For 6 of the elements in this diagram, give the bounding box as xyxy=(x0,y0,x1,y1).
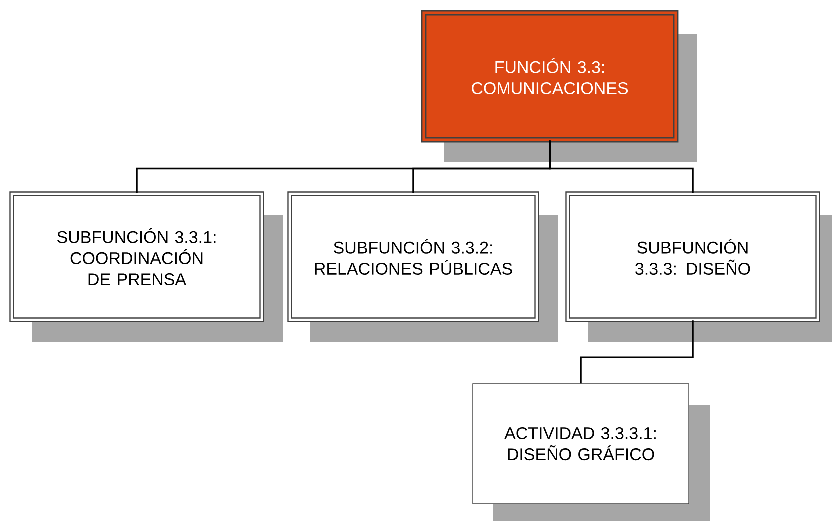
activity-box: ACTIVIDAD 3.3.3.1: DISEÑO GRÁFICO xyxy=(472,384,710,521)
subfunction-box: SUBFUNCIÓN 3.3.2: RELACIONES PÚBLICAS xyxy=(288,192,558,342)
subfunction-box: SUBFUNCIÓN 3.3.3: DISEÑO xyxy=(566,192,832,342)
subfunction-box: SUBFUNCIÓN 3.3.1: COORDINACIÓN DE PRENSA xyxy=(10,192,283,342)
main-function-box: FUNCIÓN 3.3: COMUNICACIONES xyxy=(421,10,697,162)
connector-line xyxy=(549,140,694,194)
